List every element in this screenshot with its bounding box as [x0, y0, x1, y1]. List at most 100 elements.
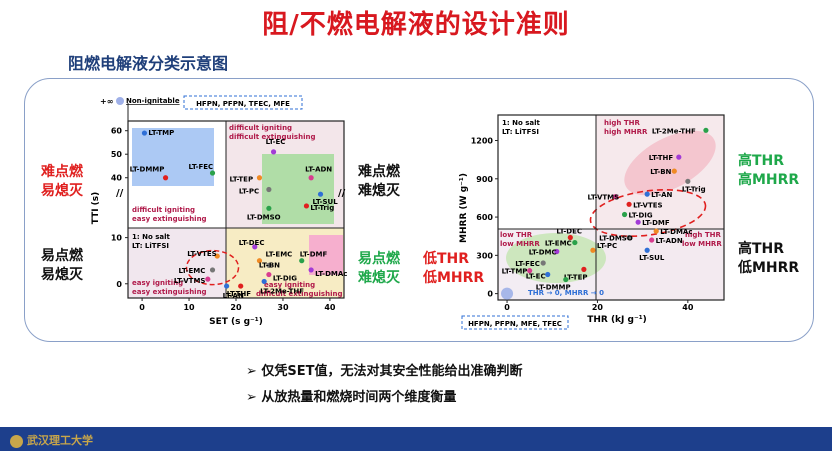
logo-emblem-icon: [10, 434, 23, 448]
data-point: [209, 267, 216, 273]
non-ignitable-marker: [116, 97, 124, 105]
data-label: LT-VTMS: [174, 277, 206, 285]
data-point: [676, 154, 682, 160]
label-hard-ignite-hard-extinguish: 难点燃 难熄灭: [358, 163, 400, 201]
plot-frame: [497, 114, 725, 301]
data-point: [209, 170, 216, 176]
data-point: [141, 130, 148, 136]
data-point: [554, 248, 560, 255]
region-label: easy igniting: [264, 281, 315, 289]
label-line: 易熄灭: [41, 267, 83, 283]
data-label: LT-FEC: [515, 260, 540, 268]
data-label: LT-DMF: [300, 251, 328, 259]
logo-text: 武汉理工大学: [27, 434, 93, 447]
data-point: [238, 283, 244, 289]
data-label: LT-DMSO: [599, 234, 633, 242]
data-point: [162, 175, 169, 181]
data-label: LT-DMMP: [536, 284, 571, 292]
data-point: [266, 205, 272, 211]
data-point: [266, 186, 272, 193]
data-point: [703, 127, 709, 133]
region-label: high THR: [604, 119, 640, 127]
data-point: [256, 175, 263, 181]
bullet-item: ➢ 仅凭SET值，无法对其安全性能给出准确判断: [246, 364, 523, 379]
page-title: 阻/不燃电解液的设计准则: [262, 10, 570, 40]
data-label: LT-DEC: [239, 239, 265, 247]
non-ignitable-label: Non-ignitable: [126, 97, 180, 105]
top-infinity-label: +∞: [100, 97, 113, 106]
region-label: high MHRR: [604, 128, 648, 136]
x-tick-label: 30: [277, 303, 289, 312]
label-line: 高THR: [738, 153, 785, 169]
data-label: LT-EC: [266, 138, 286, 146]
origin-marker: [501, 287, 514, 300]
data-point: [563, 276, 569, 283]
data-point: [653, 228, 659, 234]
non-ignitable-box: [183, 95, 303, 110]
data-point: [214, 253, 220, 259]
legend-note: 1: No salt: [502, 119, 541, 127]
x-axis-label: SET (s g⁻¹): [209, 317, 263, 327]
region-label: easy igniting: [132, 279, 183, 287]
legend-note: LT: LiTFSI: [132, 242, 169, 250]
footer-bar: [0, 427, 832, 451]
y-tick-label: 900: [476, 175, 493, 184]
x-axis-label: THR (kJ g⁻¹): [587, 315, 647, 325]
dashed-cluster-outline: [589, 188, 707, 238]
data-point: [545, 271, 551, 278]
data-point: [581, 266, 587, 272]
y-tick-label: 50: [111, 150, 123, 159]
data-point: [671, 168, 677, 174]
data-label: LT-DMAc: [315, 270, 347, 278]
cluster-pink: [624, 130, 716, 196]
data-label: LT-DMF: [642, 219, 670, 227]
data-point: [649, 237, 655, 243]
data-label: LT-VTES: [187, 250, 216, 258]
data-point: [590, 247, 596, 253]
region-high-low: [596, 229, 724, 300]
data-point: [224, 283, 230, 289]
data-point: [626, 234, 632, 241]
label-line: 低THR: [423, 251, 470, 267]
data-label: LT-AN: [651, 191, 672, 199]
y-tick-label: 600: [476, 213, 493, 222]
data-point: [308, 175, 314, 181]
region-blue: [132, 128, 214, 186]
y-axis-label: MHRR (W g⁻¹): [459, 173, 469, 243]
data-point: [266, 262, 272, 268]
data-label: LT-DIG: [629, 212, 653, 220]
data-label: LT-2Me-THF: [652, 127, 696, 135]
data-label: LT-TMP: [502, 268, 528, 276]
data-point: [635, 219, 641, 225]
data-point: [685, 178, 691, 184]
data-point: [540, 260, 546, 266]
data-label: LT-PC: [239, 187, 259, 195]
data-point: [266, 271, 272, 278]
region-pink: [309, 235, 343, 275]
data-label: LT-TEP: [564, 273, 588, 281]
data-label: LT-SUL: [639, 254, 665, 262]
data-point: [261, 278, 267, 285]
label-high-thr-low-mhrr: 高THR 低MHRR: [738, 240, 799, 278]
region-label: low THR: [500, 231, 533, 239]
data-point: [626, 201, 632, 207]
data-point: [308, 267, 314, 273]
legend-note: LT: LiTFSI: [502, 128, 539, 136]
y-axis-label: TTI (s): [91, 192, 101, 225]
data-point: [527, 268, 533, 274]
data-label: LT-ADN: [305, 166, 332, 174]
x-tick-label: 0: [139, 303, 145, 312]
bullet-list: ➢ 仅凭SET值，无法对其安全性能给出准确判断 ➢ 从放热量和燃烧时间两个维度衡…: [246, 359, 523, 411]
data-label: LT-TEP: [229, 176, 253, 184]
dashed-cluster-outline: [185, 249, 240, 286]
label-line: 易点燃: [358, 251, 400, 267]
label-low-thr-low-mhrr: 低THR 低MHRR: [423, 250, 484, 288]
label-easy-ignite-hard-extinguish: 易点燃 难熄灭: [358, 250, 400, 288]
data-label: LT-Trig: [682, 185, 706, 193]
data-label: LT-BN: [259, 261, 280, 269]
label-line: 易熄灭: [41, 183, 83, 199]
university-logo: 武汉理工大学: [10, 432, 93, 448]
label-line: 低MHRR: [423, 270, 485, 286]
